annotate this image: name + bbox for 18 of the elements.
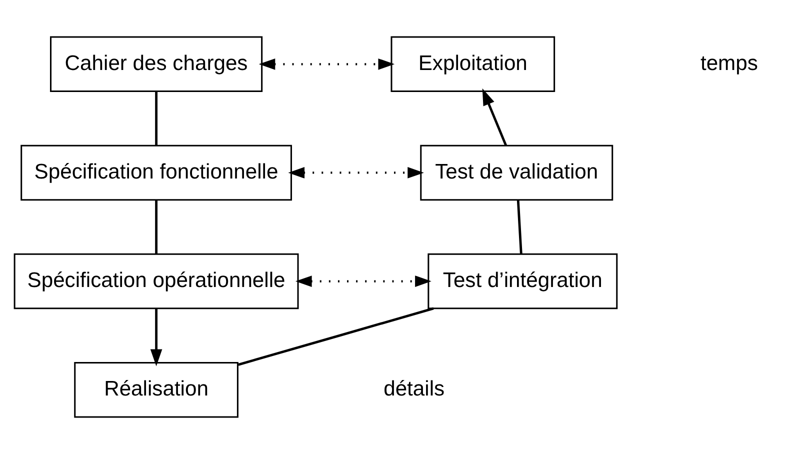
node-box: Spécification opérationnelle (14, 253, 299, 310)
label: temps (700, 52, 758, 75)
connector (238, 307, 434, 366)
connector (155, 92, 158, 146)
connector (516, 200, 522, 254)
arrow (288, 167, 424, 178)
node-box: Test de validation (420, 144, 614, 201)
arrow (258, 58, 395, 70)
arrow (150, 308, 162, 366)
node-box: Test d’intégration (428, 253, 618, 310)
node-box: Cahier des charges (50, 36, 263, 92)
arrow (482, 88, 508, 146)
connector (155, 200, 158, 254)
label: détails (384, 377, 445, 400)
node-box: Spécification fonctionnelle (20, 144, 292, 201)
arrow (296, 276, 432, 287)
node-box: Exploitation (390, 36, 556, 92)
node-box: Réalisation (74, 362, 238, 418)
